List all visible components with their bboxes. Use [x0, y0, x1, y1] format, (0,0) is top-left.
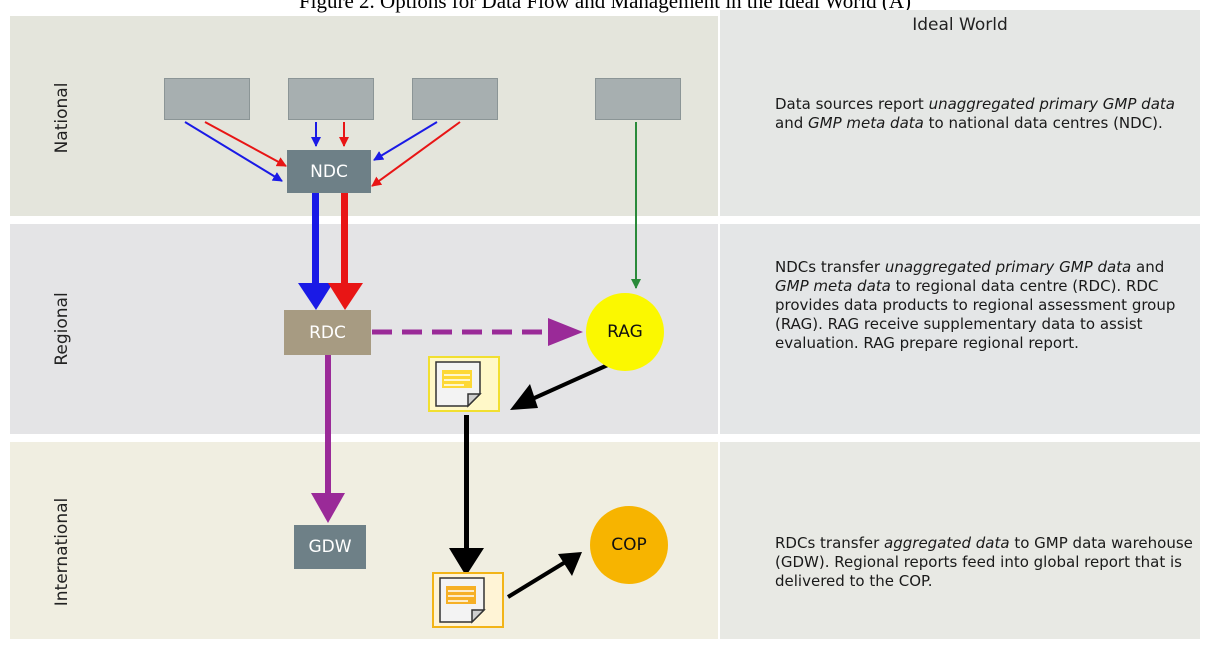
- src3-blue-arrow: [373, 121, 438, 161]
- rdc-gdw-shaft: [325, 355, 331, 495]
- national-description-segment: and: [775, 114, 808, 132]
- report-report-head: [449, 548, 484, 576]
- src1-blue-arrow: [184, 121, 283, 182]
- global-report-icon: [432, 572, 504, 628]
- international-description-panel: [720, 442, 1200, 639]
- src3-red-arrow: [371, 121, 461, 187]
- rag-node: RAG: [586, 293, 664, 371]
- international-description-segment: RDCs transfer: [775, 534, 885, 552]
- rdc-rag-dashed-head: [548, 318, 583, 346]
- international-description-segment: aggregated data: [884, 534, 1010, 552]
- national-description-segment: to national data centres (NDC).: [923, 114, 1163, 132]
- rdc-gdw-head: [311, 493, 345, 523]
- rag-report-head: [510, 384, 538, 410]
- ndc-node: NDC: [287, 150, 371, 193]
- regional-description-segment: NDCs transfer: [775, 258, 885, 276]
- data-source-box: [595, 78, 681, 120]
- report-cop-head: [558, 552, 582, 576]
- international-description-segment: to GMP data warehouse (GDW). Regional re…: [775, 534, 1193, 590]
- figure-caption: Figure 2. Options for Data Flow and Mana…: [298, 0, 912, 13]
- national-description-segment: GMP meta data: [808, 114, 924, 132]
- international-description: RDCs transfer aggregated data to GMP dat…: [775, 534, 1195, 591]
- ndc-rdc-red-head: [328, 283, 363, 310]
- regional-report-icon: [428, 356, 500, 412]
- ndc-rdc-red-shaft: [341, 193, 348, 285]
- report-report-shaft: [464, 415, 469, 550]
- ideal-world-heading: Ideal World: [912, 15, 1008, 35]
- regional-description-segment: unaggregated primary GMP data: [884, 258, 1132, 276]
- ndc-rdc-blue-shaft: [312, 193, 319, 285]
- data-source-box: [164, 78, 250, 120]
- regional-description: NDCs transfer unaggregated primary GMP d…: [775, 258, 1195, 353]
- ndc-rdc-blue-head: [298, 283, 333, 310]
- gdw-node: GDW: [294, 525, 366, 569]
- src1-red-arrow: [204, 121, 287, 167]
- national-description-panel: [720, 10, 1200, 216]
- report-cop-arrow: [506, 559, 569, 599]
- regional-description-panel: [720, 224, 1200, 434]
- rag-report-arrow: [529, 362, 611, 402]
- data-source-box: [412, 78, 498, 120]
- regional-description-segment: to regional data centre (RDC). RDC provi…: [775, 277, 1176, 352]
- national-description-segment: Data sources report: [775, 95, 929, 113]
- data-source-box: [288, 78, 374, 120]
- national-description: Data sources report unaggregated primary…: [775, 95, 1195, 133]
- regional-description-segment: GMP meta data: [775, 277, 891, 295]
- regional-description-segment: and: [1131, 258, 1165, 276]
- cop-node: COP: [590, 506, 668, 584]
- rdc-node: RDC: [284, 310, 371, 355]
- national-description-segment: unaggregated primary GMP data: [928, 95, 1175, 113]
